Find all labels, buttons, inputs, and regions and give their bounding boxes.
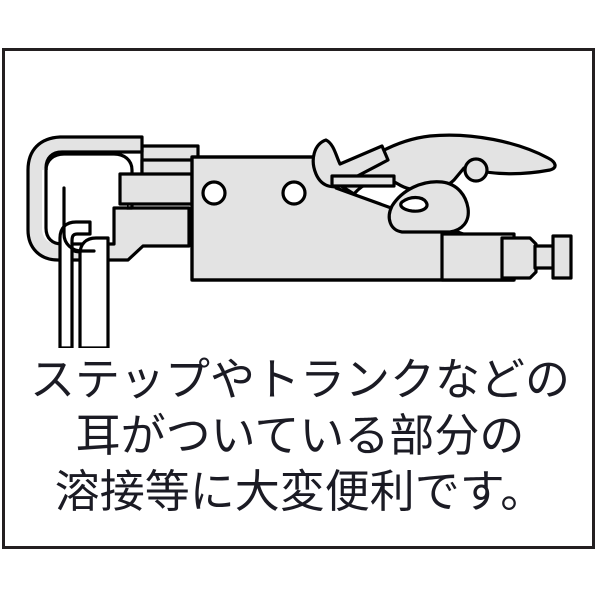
caption-line-2: 耳がついている部分の [75, 410, 525, 461]
caption-line-3: 溶接等に大変便利です。 [54, 466, 546, 517]
caption-line-1: ステップやトランクなどの [29, 354, 570, 405]
caption-block: ステップやトランクなどの 耳がついている部分の 溶接等に大変便利です。 [2, 352, 598, 520]
